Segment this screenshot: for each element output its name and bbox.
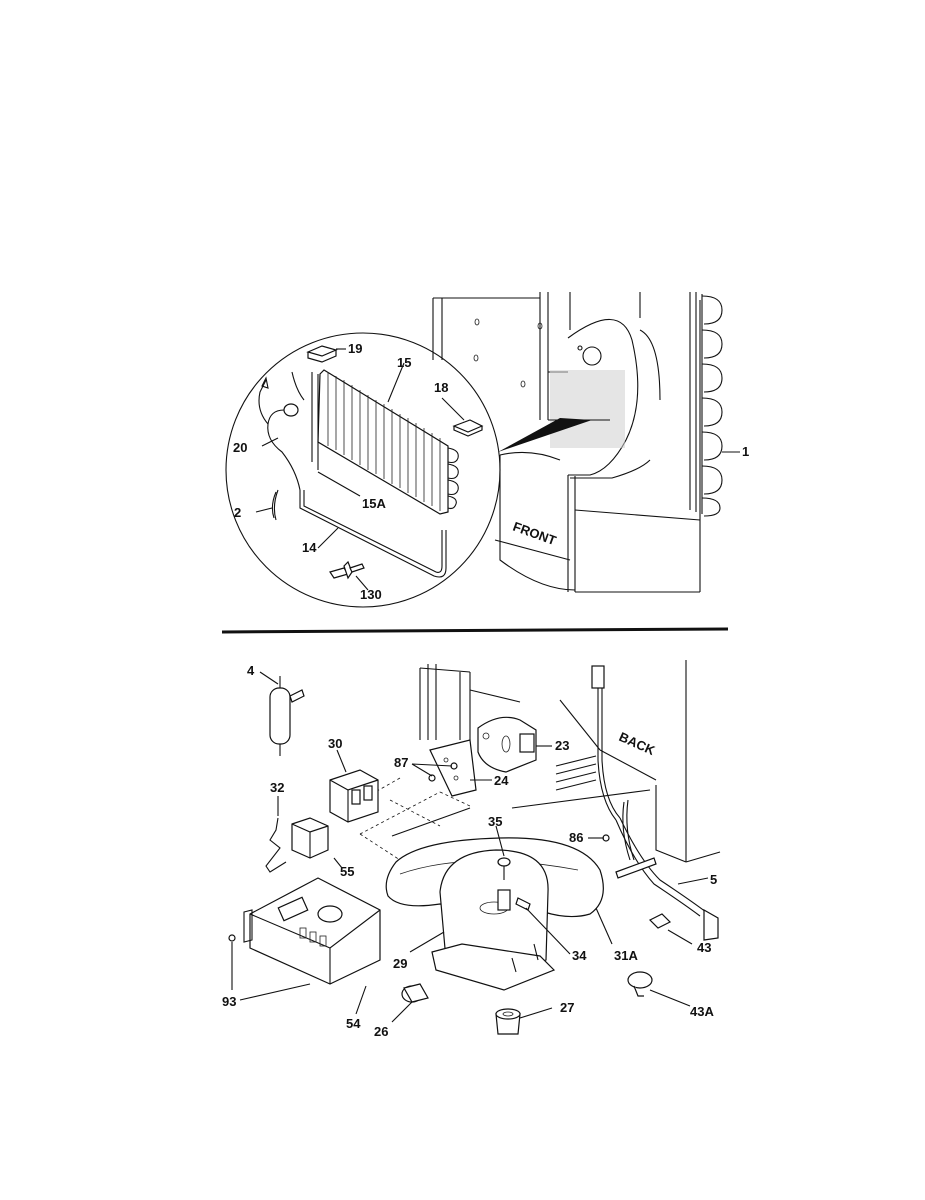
callout-beam	[498, 418, 592, 452]
section-divider	[221, 627, 729, 634]
filter-drier	[269, 676, 305, 756]
overload-protector	[291, 817, 329, 859]
screws-87	[428, 762, 458, 782]
grommet-35	[497, 857, 511, 867]
label-23: 23	[555, 738, 569, 753]
label-31a: 31A	[614, 948, 638, 963]
grommet-26	[401, 983, 429, 1003]
control-board	[243, 877, 381, 985]
leader-lines-bottom	[231, 671, 709, 1023]
label-34: 34	[572, 948, 587, 963]
label-87: 87	[394, 755, 408, 770]
relay	[329, 769, 379, 823]
condenser-coil	[689, 292, 740, 517]
dashed-guides	[339, 777, 471, 861]
detail-magnifier-circle	[225, 332, 501, 608]
label-2: 2	[234, 505, 241, 520]
screw-93	[228, 934, 236, 942]
evaporator-coil	[311, 369, 459, 515]
label-130: 130	[360, 587, 382, 602]
wire-lead	[265, 817, 287, 873]
label-93: 93	[222, 994, 236, 1009]
strain-relief-43a	[627, 971, 653, 997]
label-back: BACK	[617, 729, 658, 758]
label-18: 18	[434, 380, 448, 395]
label-4: 4	[247, 663, 255, 678]
label-14: 14	[302, 540, 317, 555]
label-30: 30	[328, 736, 342, 751]
cabinet-illustration	[432, 292, 701, 593]
label-32: 32	[270, 780, 284, 795]
leader-lines-top	[255, 348, 465, 591]
part-130	[329, 560, 365, 580]
cord-clip-43	[648, 913, 672, 929]
label-43a: 43A	[690, 1004, 714, 1019]
label-55: 55	[340, 864, 354, 879]
label-24: 24	[494, 773, 509, 788]
compressor	[431, 849, 556, 991]
label-15a: 15A	[362, 496, 386, 511]
label-front: FRONT	[511, 519, 558, 548]
label-15: 15	[397, 355, 411, 370]
label-27: 27	[560, 1000, 574, 1015]
part-2	[271, 489, 279, 521]
label-35: 35	[488, 814, 502, 829]
power-cord	[615, 799, 719, 941]
label-29: 29	[393, 956, 407, 971]
clip-18	[452, 419, 484, 437]
defrost-thermostat	[258, 371, 305, 491]
label-54: 54	[346, 1016, 361, 1031]
label-20: 20	[233, 440, 247, 455]
label-1: 1	[742, 444, 749, 459]
label-26: 26	[374, 1024, 388, 1039]
label-5: 5	[710, 872, 717, 887]
defrost-timer	[477, 716, 537, 773]
clip-19	[306, 345, 338, 363]
label-19: 19	[348, 341, 362, 356]
defrost-heater	[299, 490, 447, 578]
wire-harness	[555, 665, 621, 821]
cabinet-base-outline	[391, 660, 721, 863]
label-86: 86	[569, 830, 583, 845]
rubber-foot-27	[495, 1008, 521, 1035]
label-43: 43	[697, 940, 711, 955]
